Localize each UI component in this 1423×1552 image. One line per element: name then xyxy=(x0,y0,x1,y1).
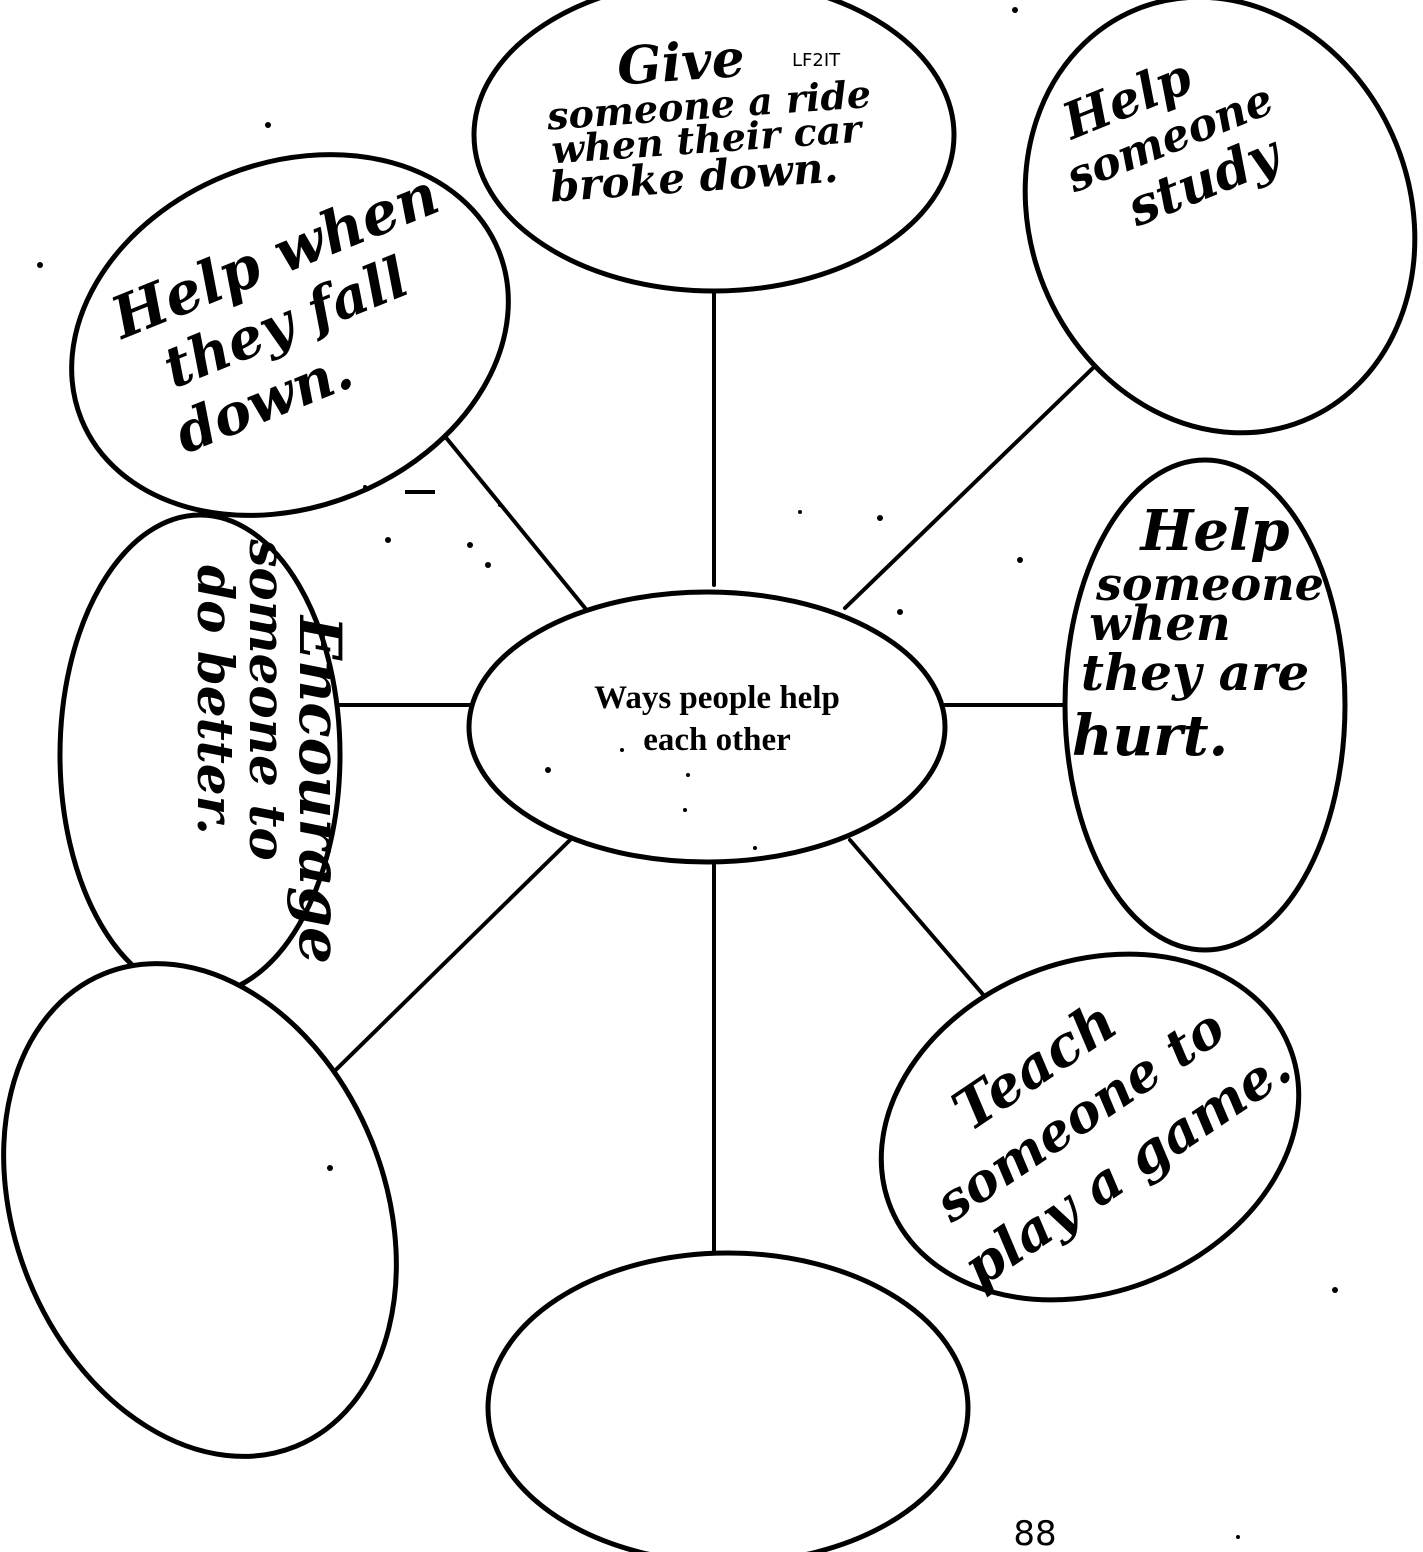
spokes xyxy=(298,288,1127,1262)
speck xyxy=(265,122,271,128)
speck xyxy=(1332,1287,1338,1293)
bubble-right-line4: they are xyxy=(1081,643,1309,702)
speck xyxy=(1236,1535,1240,1539)
bubble-right-line1: Help xyxy=(1139,498,1290,564)
speck xyxy=(37,262,43,268)
speck xyxy=(385,537,391,543)
center-label-line1: Ways people help xyxy=(594,680,840,716)
speck xyxy=(1012,7,1018,13)
bubble-right-line3: when xyxy=(1089,596,1231,652)
bubble-right xyxy=(1062,457,1348,953)
speck xyxy=(877,515,883,521)
bubble-lower-left xyxy=(1,961,399,1459)
speck xyxy=(327,1165,333,1171)
bubble-bottom xyxy=(485,1250,971,1552)
bubble-right-line5: hurt. xyxy=(1072,703,1228,769)
bubble-left-line1: Encourage xyxy=(286,614,354,964)
speck xyxy=(753,846,757,850)
bubble-lower-right xyxy=(878,951,1302,1303)
speck xyxy=(545,767,551,773)
speck xyxy=(1017,557,1023,563)
speck xyxy=(485,562,491,568)
speck xyxy=(467,542,473,548)
page-number: 88 xyxy=(1013,1514,1056,1552)
speck xyxy=(897,609,903,615)
bubble-right-text: Help someone when they are hurt. xyxy=(1072,498,1324,769)
speck xyxy=(620,748,624,752)
speck xyxy=(683,808,687,812)
bubble-left-line2: someone to xyxy=(238,538,297,861)
bubble-top-line1: Give xyxy=(615,28,746,98)
spoke-lower-right xyxy=(848,838,1007,1022)
spoke-top-right xyxy=(843,335,1127,610)
spoke-upper-left xyxy=(428,416,587,610)
speck xyxy=(498,503,502,507)
bubble-top-right xyxy=(1022,0,1418,436)
corner-note: LF2IT xyxy=(792,50,841,71)
spoke-lower-left xyxy=(298,838,572,1107)
scan-specks xyxy=(37,7,1338,1539)
speck xyxy=(798,510,802,514)
bubble-center xyxy=(466,589,948,865)
speck xyxy=(686,773,690,777)
bubble-top xyxy=(471,0,957,294)
bubble-upper-left xyxy=(69,152,511,518)
speck xyxy=(405,490,435,494)
center-label-line2: each other xyxy=(643,722,791,758)
bubble-right-line2: someone xyxy=(1095,557,1324,611)
bubble-left-text: Encourage someone to do better. xyxy=(186,538,354,964)
speck xyxy=(363,485,367,489)
bubble-left-line3: do better. xyxy=(186,565,245,835)
